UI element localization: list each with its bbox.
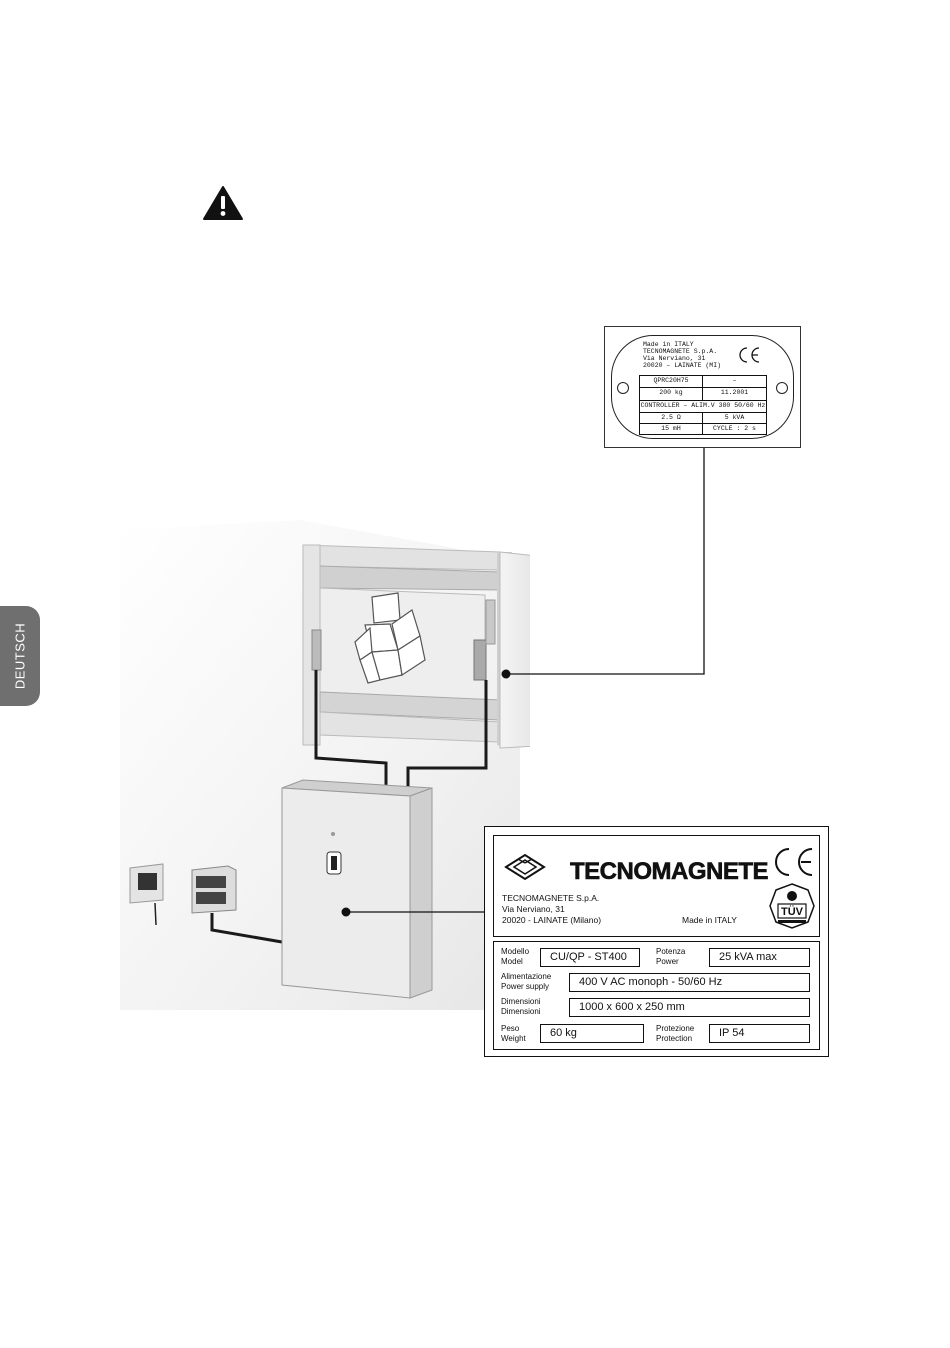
cables xyxy=(210,670,488,944)
dimensions-label-en: Dimensioni xyxy=(501,1007,541,1016)
control-cabinet xyxy=(281,779,433,999)
plate-power: 5 kVA xyxy=(724,414,745,421)
supply-value: 400 V AC monoph - 50/60 Hz xyxy=(569,973,810,992)
tuv-seal-icon: TÜV xyxy=(769,883,815,929)
made-in-label: Made in ITALY xyxy=(682,915,737,925)
controller-rating-plate: TECNOMAGNETE TECNOMAGNETE S.p.A. Via Ner… xyxy=(484,826,829,1057)
protection-value: IP 54 xyxy=(709,1024,810,1043)
magnet-system-illustration xyxy=(120,520,530,1010)
plate-origin: Made in ITALY xyxy=(643,341,694,348)
magnet-rating-plate: Made in ITALY TECNOMAGNETE S.p.A. Via Ne… xyxy=(604,326,801,448)
company-street: Via Nerviano, 31 xyxy=(502,904,565,914)
plate-resistance: 2.5 Ω xyxy=(661,414,681,421)
plate-street: Via Nerviano, 31 xyxy=(643,355,706,362)
brand-name: TECNOMAGNETE xyxy=(570,858,769,886)
dimensions-label-it: Dimensioni xyxy=(501,997,541,1006)
plate-header-box: TECNOMAGNETE TECNOMAGNETE S.p.A. Via Ner… xyxy=(493,835,820,937)
warning-triangle-icon xyxy=(203,186,243,220)
plate-serial: – xyxy=(732,377,737,384)
language-side-tab: DEUTSCH xyxy=(0,606,40,706)
ce-mark-icon xyxy=(739,347,760,363)
company-name: TECNOMAGNETE S.p.A. xyxy=(502,893,600,903)
model-label-it: Modello xyxy=(501,947,530,956)
mounting-hole xyxy=(617,382,629,394)
protection-label-it: Protezione xyxy=(656,1024,695,1033)
power-label-en: Power xyxy=(656,957,679,966)
remote-control xyxy=(129,863,164,926)
tecnomagnete-logo-icon xyxy=(504,853,546,881)
plate-specs-box: Modello Model CU/QP - ST400 Potenza Powe… xyxy=(493,941,820,1050)
protection-label-en: Protection xyxy=(656,1034,693,1043)
connector-box xyxy=(191,865,237,914)
tuv-label: TÜV xyxy=(781,905,804,918)
supply-label-it: Alimentazione xyxy=(501,972,552,981)
mounting-hole xyxy=(776,382,788,394)
plate-weight: 200 kg xyxy=(659,389,683,396)
company-city: 20020 - LAINATE (Milano) xyxy=(502,915,602,925)
plate-inductance: 15 mH xyxy=(661,425,681,432)
model-label-en: Model xyxy=(501,957,523,966)
supply-label-en: Power supply xyxy=(501,982,550,991)
plate-company: TECNOMAGNETE S.p.A. xyxy=(643,348,718,355)
plate-date: 11.2001 xyxy=(720,389,749,396)
power-value: 25 kVA max xyxy=(709,948,810,967)
plate-controller: CONTROLLER – ALIM.V 380 50/60 Hz xyxy=(640,402,766,409)
model-value: CU/QP - ST400 xyxy=(540,948,640,967)
dimensions-value: 1000 x 600 x 250 mm xyxy=(569,998,810,1017)
mold-frame xyxy=(302,544,530,749)
plate-cycle: CYCLE : 2 s xyxy=(713,425,756,432)
plate-city: 20020 – LAINATE (MI) xyxy=(643,362,722,369)
weight-label-it: Peso xyxy=(501,1024,520,1033)
power-label-it: Potenza xyxy=(656,947,686,956)
weight-label-en: Weight xyxy=(501,1034,526,1043)
plate-model: QPRC20H75 xyxy=(653,377,689,384)
weight-value: 60 kg xyxy=(540,1024,644,1043)
ce-mark-icon xyxy=(775,848,813,876)
